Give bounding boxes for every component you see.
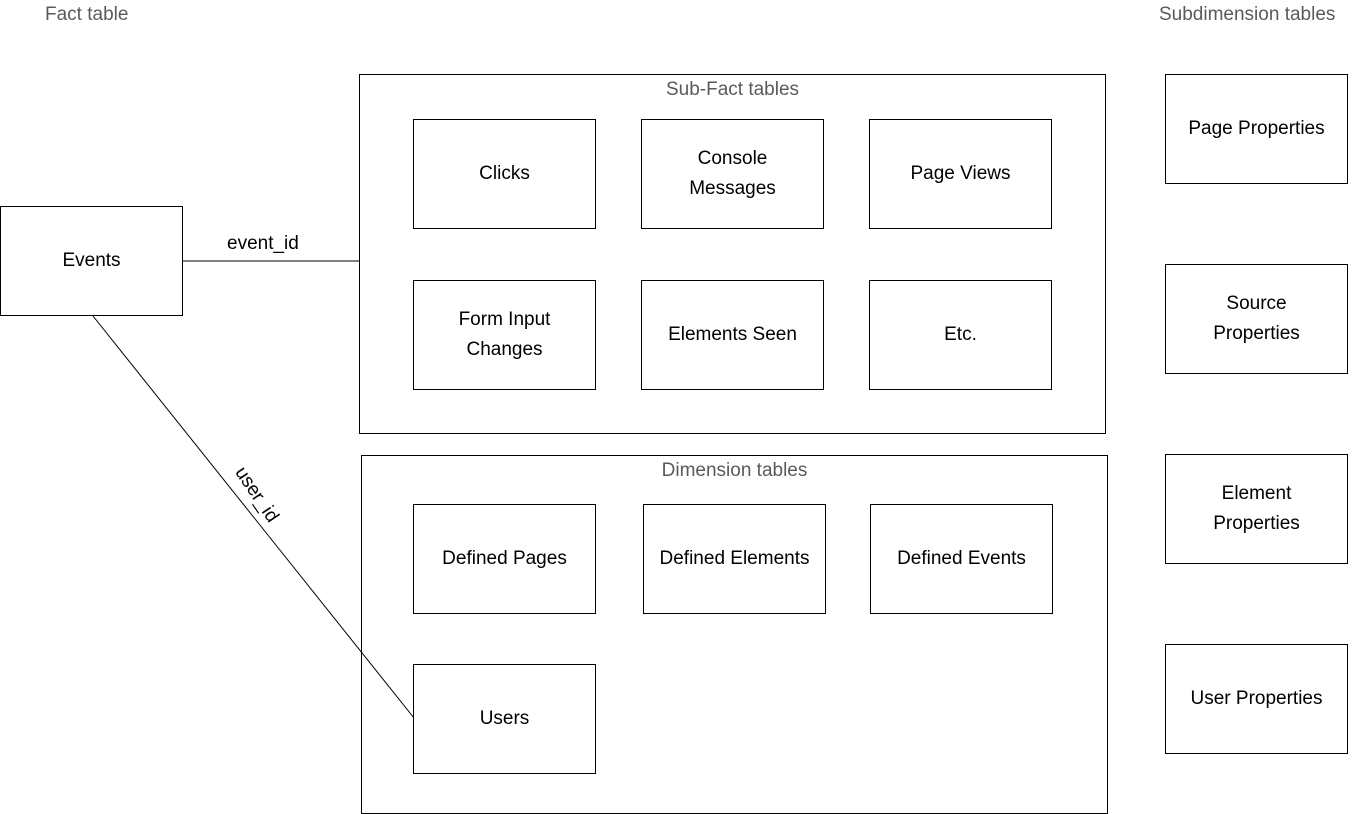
defined-elements-table-label: Defined Elements [659,548,810,569]
source-properties-table[interactable]: Source Properties [1165,264,1348,374]
page-properties-table[interactable]: Page Properties [1165,74,1348,184]
elements-seen-table-label: Elements Seen [668,324,797,345]
page-properties-table-label: Page Properties [1188,118,1325,139]
clicks-table-label: Clicks [479,163,530,184]
defined-events-table[interactable]: Defined Events [870,504,1053,614]
element-properties-table-label: Element Properties [1213,483,1300,534]
console-messages-table[interactable]: Console Messages [641,119,824,229]
dimension-tables-title: Dimension tables [661,460,808,481]
defined-elements-table[interactable]: Defined Elements [643,504,826,614]
etc-table-label: Etc. [944,324,977,345]
user-id-connector [92,315,415,719]
sub-fact-tables-group: Sub-Fact tables [359,74,1106,434]
user-properties-table-label: User Properties [1190,688,1323,709]
element-properties-table[interactable]: Element Properties [1165,454,1348,564]
etc-table[interactable]: Etc. [869,280,1052,390]
form-input-changes-table-label: Form Input Changes [458,309,551,360]
events-table[interactable]: Events [0,206,183,316]
page-views-table-label: Page Views [910,163,1011,184]
users-table-label: Users [479,708,530,729]
defined-pages-table-label: Defined Pages [442,548,567,569]
user-properties-table[interactable]: User Properties [1165,644,1348,754]
page-views-table[interactable]: Page Views [869,119,1052,229]
subdimension-tables-heading: Subdimension tables [1159,4,1336,25]
event-id-label: event_id [227,233,299,255]
defined-pages-table[interactable]: Defined Pages [413,504,596,614]
elements-seen-table[interactable]: Elements Seen [641,280,824,390]
users-table[interactable]: Users [413,664,596,774]
defined-events-table-label: Defined Events [897,548,1026,569]
clicks-table[interactable]: Clicks [413,119,596,229]
sub-fact-tables-title: Sub-Fact tables [665,79,800,100]
events-table-label: Events [62,250,121,271]
form-input-changes-table[interactable]: Form Input Changes [413,280,596,390]
source-properties-table-label: Source Properties [1213,293,1300,344]
console-messages-table-label: Console Messages [689,148,776,199]
fact-table-heading: Fact table [45,4,129,25]
